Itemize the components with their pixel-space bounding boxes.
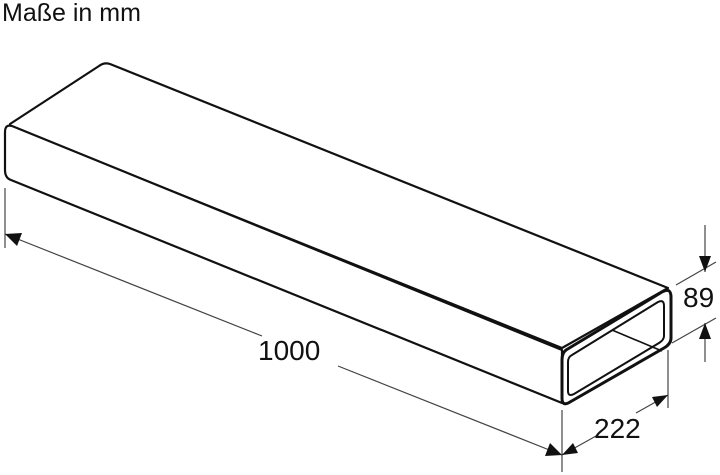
- arrow-right-icon: [545, 443, 562, 456]
- extension-line-bottom: [671, 317, 717, 344]
- dimension-line-length-b: [337, 365, 563, 456]
- dimension-line-length-a: [4, 233, 263, 337]
- arrow-width-right-icon: [652, 395, 668, 407]
- duct-end-face: [560, 288, 673, 406]
- duct-inner-edge: [611, 329, 663, 352]
- duct-top-face: [8, 62, 670, 350]
- units-caption: Maße in mm: [2, 0, 141, 27]
- width-label: 222: [594, 413, 641, 444]
- arrow-left-icon: [5, 233, 22, 246]
- height-label: 89: [683, 282, 714, 313]
- arrow-width-left-icon: [562, 443, 578, 455]
- dimension-lines: [4, 188, 717, 472]
- arrow-up-icon: [699, 323, 711, 339]
- extension-line-top: [675, 261, 717, 286]
- arrow-down-icon: [699, 256, 711, 272]
- flat-duct: [3, 62, 673, 406]
- duct-opening: [567, 300, 665, 396]
- length-label: 1000: [258, 335, 320, 366]
